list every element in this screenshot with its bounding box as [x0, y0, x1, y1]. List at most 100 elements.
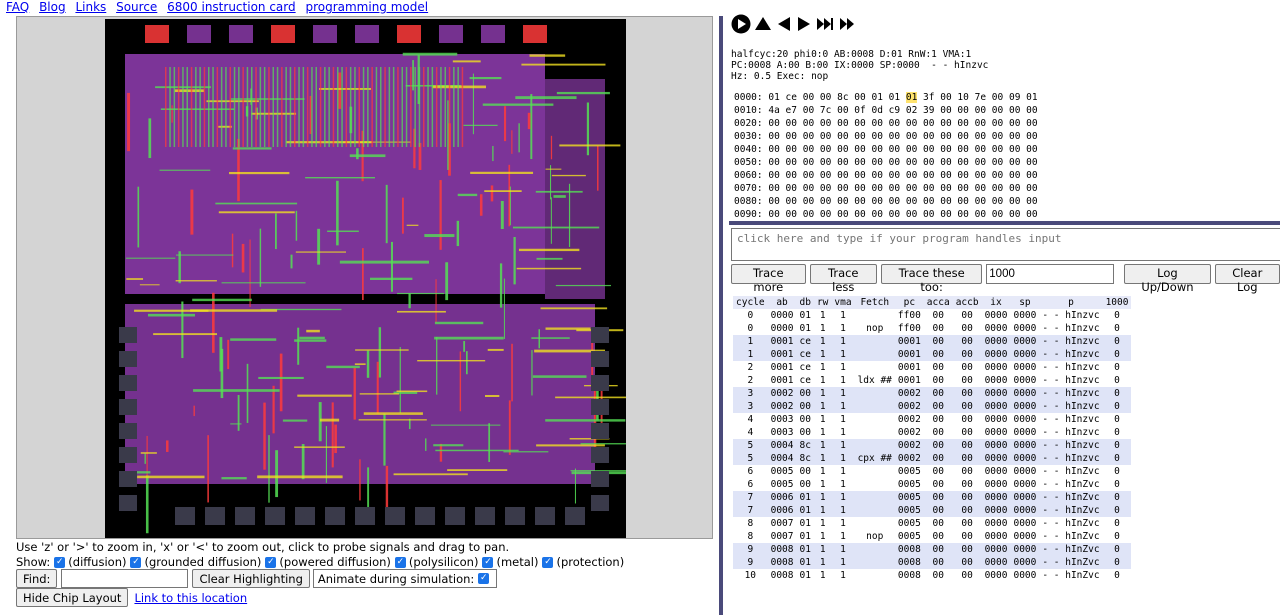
- memory-byte[interactable]: 00: [940, 157, 952, 168]
- fast-forward-icon[interactable]: [815, 14, 835, 34]
- programming-model-link[interactable]: programming model: [305, 0, 429, 14]
- chip-layout-canvas[interactable]: [105, 19, 626, 538]
- memory-byte[interactable]: 00: [1008, 209, 1021, 220]
- memory-byte[interactable]: 00: [957, 209, 969, 220]
- memory-byte[interactable]: 00: [1026, 196, 1038, 207]
- memory-byte[interactable]: e7: [785, 105, 797, 116]
- memory-byte[interactable]: 00: [991, 209, 1004, 220]
- memory-byte[interactable]: 01: [888, 92, 901, 103]
- memory-byte[interactable]: 00: [802, 118, 815, 129]
- memory-byte[interactable]: 00: [837, 157, 849, 168]
- memory-byte[interactable]: 02: [905, 105, 918, 116]
- memory-byte[interactable]: 00: [802, 183, 815, 194]
- memory-byte[interactable]: 00: [974, 131, 987, 142]
- memory-byte[interactable]: 00: [819, 183, 832, 194]
- memory-byte[interactable]: 00: [905, 196, 918, 207]
- memory-byte[interactable]: 00: [837, 170, 849, 181]
- memory-byte[interactable]: 00: [905, 157, 918, 168]
- memory-byte[interactable]: 00: [957, 105, 969, 116]
- memory-byte[interactable]: 00: [1008, 105, 1021, 116]
- memory-byte[interactable]: 00: [1008, 131, 1021, 142]
- memory-byte[interactable]: 00: [1008, 170, 1021, 181]
- memory-byte[interactable]: 00: [854, 209, 866, 220]
- memory-byte[interactable]: 00: [905, 170, 918, 181]
- memory-byte[interactable]: 00: [837, 144, 849, 155]
- memory-byte[interactable]: 00: [923, 131, 935, 142]
- memory-byte[interactable]: 00: [871, 144, 883, 155]
- memory-byte[interactable]: 00: [768, 144, 780, 155]
- memory-byte[interactable]: 00: [837, 131, 849, 142]
- memory-byte[interactable]: 00: [1008, 118, 1021, 129]
- memory-byte[interactable]: 3f: [923, 92, 935, 103]
- memory-byte[interactable]: 00: [785, 144, 797, 155]
- clear-highlighting-button[interactable]: Clear Highlighting: [192, 569, 310, 588]
- memory-byte[interactable]: 0f: [854, 105, 866, 116]
- memory-byte[interactable]: 8c: [837, 92, 849, 103]
- memory-byte[interactable]: 00: [888, 170, 901, 181]
- memory-byte[interactable]: 01: [768, 92, 780, 103]
- memory-byte[interactable]: 00: [940, 92, 952, 103]
- memory-byte[interactable]: 00: [854, 118, 866, 129]
- memory-byte[interactable]: 00: [974, 157, 987, 168]
- memory-byte[interactable]: 00: [768, 209, 780, 220]
- memory-byte[interactable]: 00: [940, 144, 952, 155]
- instruction-card-link[interactable]: 6800 instruction card: [167, 0, 296, 14]
- memory-byte[interactable]: 00: [888, 209, 901, 220]
- memory-byte[interactable]: 00: [785, 196, 797, 207]
- animate-toggle[interactable]: Animate during simulation: ✓: [312, 569, 498, 588]
- memory-byte[interactable]: 00: [940, 118, 952, 129]
- memory-byte[interactable]: 00: [802, 144, 815, 155]
- memory-byte[interactable]: 00: [819, 144, 832, 155]
- memory-byte[interactable]: 00: [923, 170, 935, 181]
- reset-icon[interactable]: [753, 14, 773, 34]
- memory-byte[interactable]: 0d: [871, 105, 883, 116]
- memory-byte[interactable]: 00: [923, 196, 935, 207]
- step-back-icon[interactable]: [775, 14, 793, 34]
- metal-checkbox[interactable]: ✓: [482, 556, 494, 568]
- blog-link[interactable]: Blog: [39, 0, 66, 14]
- memory-byte[interactable]: 00: [991, 196, 1004, 207]
- memory-byte[interactable]: 00: [1026, 209, 1038, 220]
- animate-checkbox[interactable]: ✓: [478, 573, 490, 584]
- memory-byte[interactable]: 00: [905, 118, 918, 129]
- memory-byte[interactable]: 00: [871, 209, 883, 220]
- memory-byte[interactable]: 00: [957, 157, 969, 168]
- memory-byte[interactable]: 00: [768, 157, 780, 168]
- memory-byte[interactable]: 00: [974, 183, 987, 194]
- memory-byte[interactable]: 00: [957, 118, 969, 129]
- memory-byte[interactable]: 00: [1026, 157, 1038, 168]
- memory-byte[interactable]: 00: [819, 92, 832, 103]
- memory-byte[interactable]: 00: [854, 92, 866, 103]
- memory-byte[interactable]: 00: [1008, 196, 1021, 207]
- memory-byte[interactable]: 00: [888, 118, 901, 129]
- memory-byte[interactable]: 00: [854, 131, 866, 142]
- memory-byte[interactable]: ce: [785, 92, 797, 103]
- memory-byte[interactable]: 00: [991, 183, 1004, 194]
- memory-byte[interactable]: 01: [905, 92, 918, 103]
- memory-byte[interactable]: 00: [802, 157, 815, 168]
- memory-byte[interactable]: 00: [785, 170, 797, 181]
- memory-byte[interactable]: 00: [854, 157, 866, 168]
- memory-byte[interactable]: 00: [802, 170, 815, 181]
- program-input[interactable]: [731, 228, 1280, 261]
- step-forward-double-icon[interactable]: [837, 14, 857, 34]
- memory-byte[interactable]: 00: [1026, 144, 1038, 155]
- link-to-location[interactable]: Link to this location: [134, 590, 248, 605]
- trace-less-button[interactable]: Trace less: [809, 264, 877, 294]
- memory-byte[interactable]: 00: [957, 196, 969, 207]
- memory-byte[interactable]: 00: [768, 170, 780, 181]
- trace-more-button[interactable]: Trace more: [731, 264, 806, 294]
- hide-chip-layout-button[interactable]: Hide Chip Layout: [16, 588, 129, 607]
- memory-byte[interactable]: 00: [802, 131, 815, 142]
- trace-signals-input[interactable]: [986, 264, 1115, 284]
- memory-byte[interactable]: 00: [923, 157, 935, 168]
- memory-byte[interactable]: 00: [1026, 131, 1038, 142]
- memory-byte[interactable]: 00: [991, 131, 1004, 142]
- memory-byte[interactable]: 00: [871, 183, 883, 194]
- memory-byte[interactable]: 00: [854, 144, 866, 155]
- memory-byte[interactable]: 7c: [819, 105, 832, 116]
- memory-byte[interactable]: 39: [923, 105, 935, 116]
- memory-byte[interactable]: 00: [768, 131, 780, 142]
- memory-byte[interactable]: 00: [940, 183, 952, 194]
- memory-byte[interactable]: 00: [837, 118, 849, 129]
